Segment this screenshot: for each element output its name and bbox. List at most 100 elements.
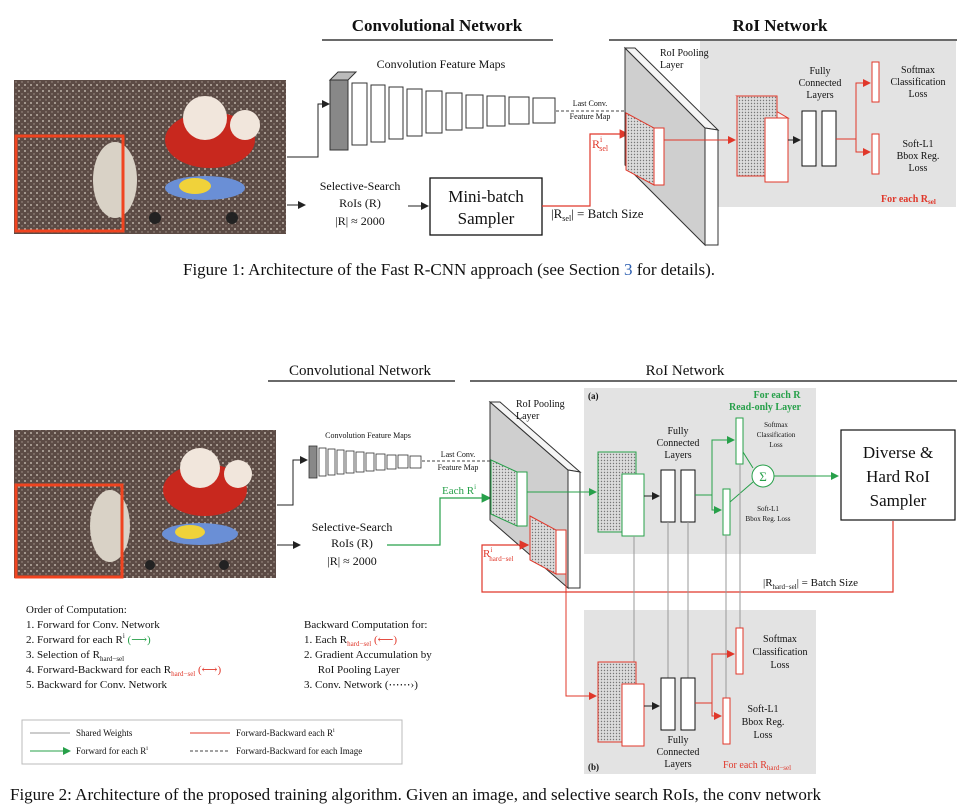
fig2-a-pooled-feature [597,451,645,537]
fig2-each-ri: Each Ri [442,483,476,497]
fig1-softmax-head [871,61,880,103]
fig2-hard-roi-sampler [840,429,956,521]
fig1-pooled-feature [735,95,790,183]
fig1-for-each: For each Rsel [881,194,936,206]
fig2-b-softmax-head [735,627,744,675]
fig2-sampler-label-1: Diverse & [863,443,933,462]
fig1-roi-header: RoI Network [733,16,828,35]
fig2-a-fc-2 [680,469,696,523]
fig2-a-softmax-label-2: Classification [757,431,796,439]
fig1-softl1-label-2: Bbox Reg. [897,151,940,162]
fig1-roi-pooling-label-1: RoI Pooling [660,48,709,59]
order-item-4: 4. Forward-Backward for each Rhard−sel (… [26,664,221,678]
backward-title: Backward Computation for: [304,619,427,631]
fig2-roi-pooling-label-1: RoI Pooling [516,399,565,410]
fig1-last-conv-label-1: Last Conv. [573,99,608,108]
fig2-last-conv-label-2: Feature Map [438,463,479,472]
fig2-last-conv-label-1: Last Conv. [441,450,476,459]
input-image-cat-dog [14,80,286,234]
backward-item-4: 3. Conv. Network (⋯⋯›) [304,679,418,691]
legend-fb-image: Forward-Backward for each Image [236,746,362,756]
fig1-softl1-label-3: Loss [909,163,928,174]
order-item-2: 2. Forward for each Ri (⟶) [26,632,151,646]
fig2-ss-label-1: Selective-Search [312,520,393,534]
fig1-batch-size: |Rsel| = Batch Size [551,206,644,223]
fig2-ss-label-3: |R| ≈ 2000 [327,554,376,568]
fig2-input-image [14,430,276,578]
backward-item-2: 2. Gradient Accumulation by [304,649,432,661]
fig1-softmax-label-3: Loss [909,89,928,100]
fig1-conv-stack [328,71,556,151]
figure-2: Convolutional Network RoI Network Convol… [10,363,957,804]
fig1-roi-pooling-label-2: Layer [660,60,684,71]
legend-forward-each: Forward for each Ri [76,746,148,756]
fig2-b-bbox-head [722,697,731,745]
fig2-order-of-computation: Order of Computation: 1. Forward for Con… [26,604,221,691]
fig1-fc-label-3: Layers [806,90,833,101]
fig2-a-softl1-label-1: Soft-L1 [757,505,779,513]
fig1-minibatch-sampler [429,177,543,236]
fig2-ss-label-2: RoIs (R) [331,536,373,550]
order-item-5: 5. Backward for Conv. Network [26,679,168,691]
fig2-roi-header: RoI Network [646,363,725,379]
fig2-a-softmax-label-1: Softmax [764,421,788,429]
fig2-b-for-each: For each Rhard−sel [723,760,791,772]
fig2-b-pooled-feature [597,661,645,747]
fig2-b-fc-2 [680,677,696,731]
fig2-b-softl1-label-3: Loss [754,730,773,741]
fig2-sampler-label-3: Sampler [870,491,927,510]
fig2-b-fc-1 [660,677,676,731]
fig1-softl1-label-1: Soft-L1 [902,139,933,150]
fig1-fc-layer-1 [801,110,817,167]
fig1-softmax-label-1: Softmax [901,65,935,76]
fig2-a-fc-label-2: Connected [657,438,700,449]
fig1-caption: Figure 1: Architecture of the Fast R-CNN… [183,260,715,279]
fig2-roi-box [14,483,124,579]
fig1-sampler-label-1: Mini-batch [448,187,524,206]
figure-1: Convolutional Network RoI Network Convol… [14,16,957,279]
fig1-sampler-label-2: Sampler [458,209,515,228]
order-item-3: 3. Selection of Rhard−sel [26,649,124,663]
fig1-softmax-label-2: Classification [891,77,946,88]
fig2-legend [21,719,403,765]
backward-item-1: 1. Each Rhard−sel (⟵) [304,634,397,648]
fig2-panel-a-label: (a) [588,391,599,401]
fig2-b-softmax-label-3: Loss [771,660,790,671]
fig1-roi-pooling-layer [623,46,720,247]
fig2-b-fc-label-1: Fully [667,735,688,746]
fig2-a-softl1-label-2: Bbox Reg. Loss [746,515,791,523]
fig2-caption: Figure 2: Architecture of the proposed t… [10,785,822,804]
fig2-b-softl1-label-2: Bbox Reg. [742,717,785,728]
fig2-sampler-label-2: Hard RoI [866,467,930,486]
fig2-batch-size: |Rhard−sel| = Batch Size [763,577,858,591]
fig2-read-only: Read-only Layer [729,402,802,413]
fig2-a-fc-label-1: Fully [667,426,688,437]
fig2-b-softmax-label-2: Classification [753,647,808,658]
fig2-a-softmax-head [735,417,744,465]
fig2-b-fc-label-2: Connected [657,747,700,758]
fig1-bbox-head [871,133,880,175]
fig2-b-softmax-label-1: Softmax [763,634,797,645]
fig1-fc-label-2: Connected [799,78,842,89]
order-item-1: 1. Forward for Conv. Network [26,619,160,631]
fig1-fc-label-1: Fully [809,66,830,77]
fig2-conv-header: Convolutional Network [289,363,432,379]
fig1-last-conv-label-2: Feature Map [570,112,611,121]
backward-item-3: RoI Pooling Layer [304,664,400,676]
fig2-roi-pooling-label-2: Layer [516,411,540,422]
fig2-b-softl1-label-1: Soft-L1 [747,704,778,715]
fig1-fc-layer-2 [821,110,837,167]
fig2-a-fc-1 [660,469,676,523]
roi-box [14,134,125,233]
fig1-conv-maps-label: Convolution Feature Maps [377,57,506,71]
fig2-roi-pooling-layer [488,400,582,590]
fig1-ss-label-3: |R| ≈ 2000 [335,214,384,228]
order-title: Order of Computation: [26,604,127,616]
legend-shared: Shared Weights [76,728,133,738]
legend-fb-each: Forward-Backward each Ri [236,728,335,738]
fig2-a-softmax-label-3: Loss [769,441,783,449]
fig2-backward-computation: Backward Computation for: 1. Each Rhard−… [304,619,432,691]
